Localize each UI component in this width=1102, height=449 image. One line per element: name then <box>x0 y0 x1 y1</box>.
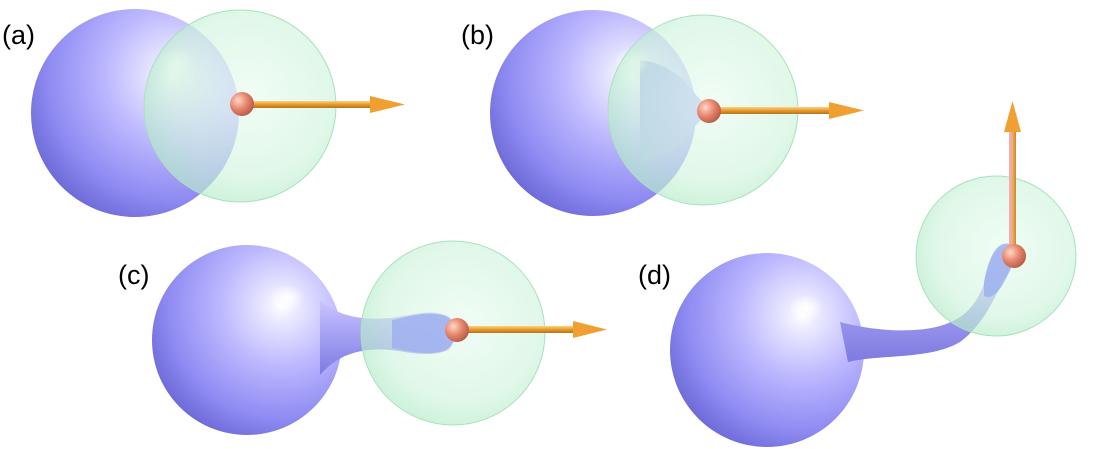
panel-c-label: (c) <box>118 260 149 290</box>
panel-d-label: (d) <box>638 260 671 290</box>
panel-d-tether <box>840 246 1015 362</box>
panel-d-arrow-shaft <box>1009 128 1016 256</box>
panel-a-tip-bead <box>230 92 254 116</box>
panel-c: (c) <box>118 240 607 435</box>
panel-b: (b) <box>461 10 864 216</box>
panel-c-neck-inside <box>392 313 455 354</box>
panel-a: (a) <box>2 9 405 217</box>
panel-b-arrow-head <box>829 102 864 119</box>
panel-c-blue-sphere <box>152 245 342 435</box>
panel-d-blue-sphere <box>670 253 864 447</box>
panel-c-arrow-shaft <box>458 326 576 333</box>
panel-c-tip-bead <box>445 318 469 342</box>
panel-d-tip-bead <box>1002 244 1026 268</box>
panel-b-arrow-shaft <box>708 107 832 114</box>
panel-d: (d) <box>638 101 1077 447</box>
panel-a-label: (a) <box>2 20 35 50</box>
panel-c-arrow-head <box>573 321 607 338</box>
panel-b-label: (b) <box>461 20 494 50</box>
panel-d-highlight <box>789 294 823 322</box>
panel-c-highlight <box>270 284 304 312</box>
panel-a-arrow-head <box>370 96 405 113</box>
panel-b-tip-bead <box>697 99 721 123</box>
panel-a-arrow-shaft <box>245 101 373 108</box>
panel-d-arrow-head <box>1004 101 1021 132</box>
